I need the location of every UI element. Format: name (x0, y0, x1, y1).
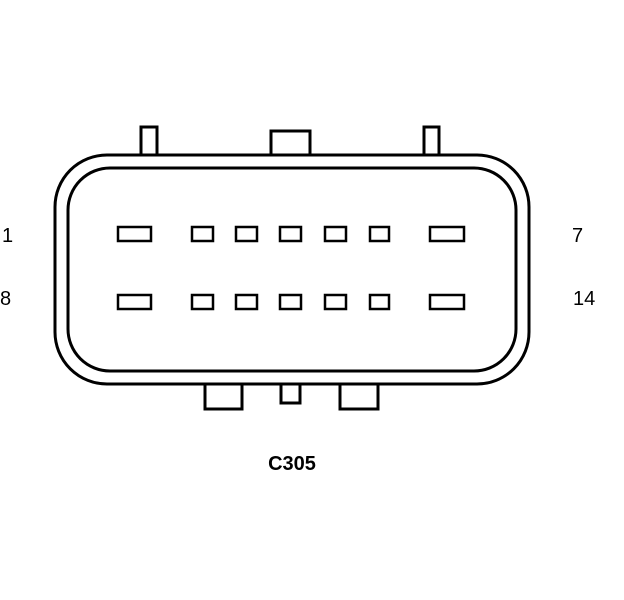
pin-label-bottom-left: 8 (0, 288, 11, 310)
pin-cavity (323, 293, 348, 311)
pin-cavity (368, 225, 391, 243)
top-center-key (269, 129, 312, 155)
bottom-left-tab (203, 384, 244, 411)
pin-row-1 (116, 225, 466, 243)
pin-cavity (190, 293, 215, 311)
top-right-tab (422, 125, 441, 155)
bottom-right-tab (338, 384, 380, 411)
connector-name: C305 (268, 453, 316, 475)
connector-housing-inner (66, 166, 518, 373)
pin-cavity (278, 225, 303, 243)
pin-cavity (323, 225, 348, 243)
top-left-tab (139, 125, 159, 155)
pin-cavity (368, 293, 391, 311)
pin-label-top-left: 1 (2, 225, 13, 247)
pin-cavity (234, 225, 259, 243)
pin-row-2 (116, 293, 466, 311)
bottom-center-tab (279, 384, 302, 405)
pin-cavity (428, 293, 466, 311)
pin-cavity (428, 225, 466, 243)
pin-label-top-right: 7 (572, 225, 583, 247)
pin-cavity (190, 225, 215, 243)
pin-cavity (116, 225, 153, 243)
connector-housing-outer (53, 153, 531, 386)
pin-label-bottom-right: 14 (573, 288, 595, 310)
pin-cavity (234, 293, 259, 311)
pin-cavity (278, 293, 303, 311)
pin-cavity (116, 293, 153, 311)
